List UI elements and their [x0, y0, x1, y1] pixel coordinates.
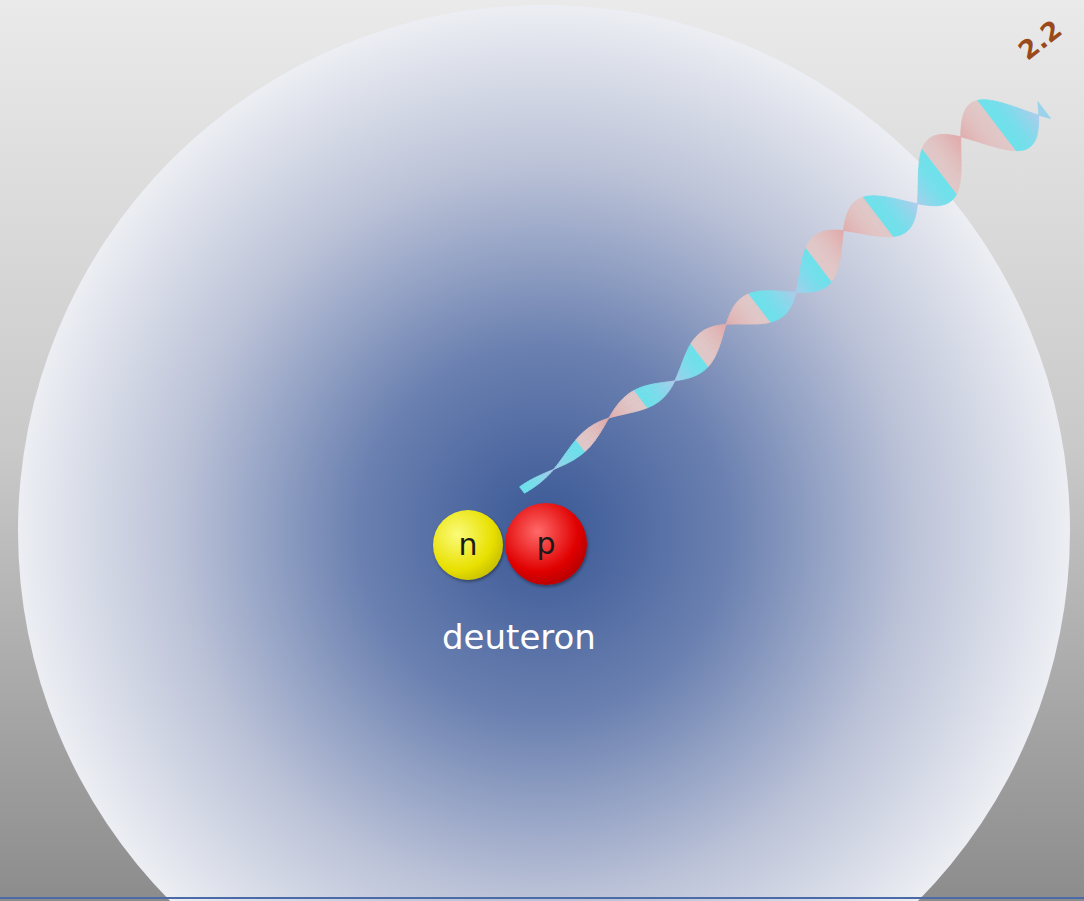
ribbon-segment — [1032, 113, 1039, 122]
ribbon-segment — [1038, 102, 1051, 119]
ribbon-segment — [672, 381, 675, 384]
ribbon-segment — [788, 292, 795, 300]
field-sphere — [18, 5, 1070, 901]
ribbon-segment — [833, 230, 842, 242]
ribbon-segment — [907, 201, 917, 213]
energy-value: 2.2 — [1013, 14, 1068, 66]
ribbon-segment — [792, 292, 796, 296]
ribbon-segment — [1026, 111, 1038, 127]
ribbon-segment — [1021, 109, 1038, 131]
ribbon-segment — [948, 135, 960, 151]
ribbon-segment — [945, 134, 961, 156]
ribbon-segment — [935, 135, 962, 170]
ribbon-segment — [941, 134, 961, 160]
photon-wave — [520, 100, 1051, 493]
nucleon-ball: n — [433, 510, 503, 580]
ribbon-segment — [830, 230, 843, 246]
nucleon-letter: p — [536, 529, 555, 559]
ribbon-segment — [938, 134, 962, 165]
nucleus-name: deuteron — [442, 617, 596, 657]
ribbon-segment — [953, 135, 961, 146]
nucleon-ball: p — [505, 503, 587, 585]
bottom-rule — [0, 897, 1084, 899]
nucleon-letter: n — [458, 530, 477, 560]
ribbon-segment — [1016, 107, 1038, 134]
